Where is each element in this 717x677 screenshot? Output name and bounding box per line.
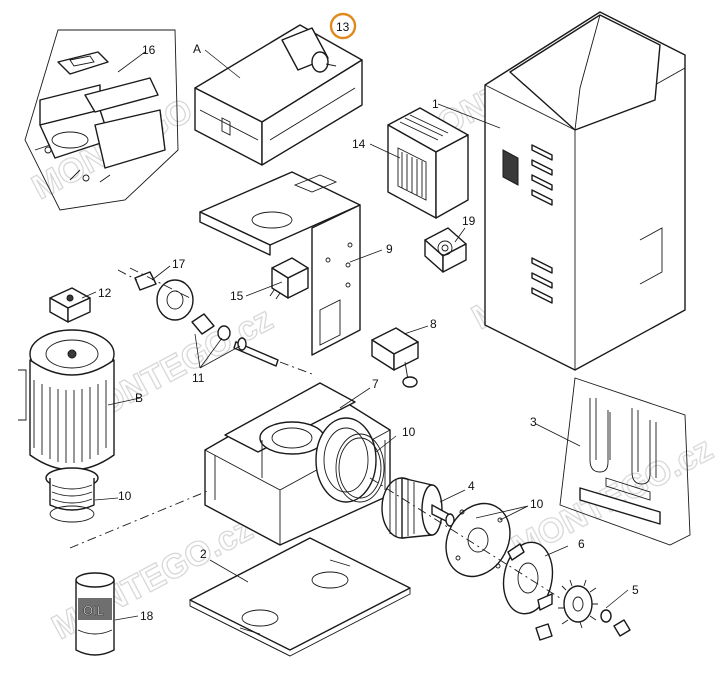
part-5-sprocket xyxy=(535,579,631,641)
callout-A: A xyxy=(193,42,201,56)
part-9-mounting-frame xyxy=(199,171,361,356)
callout-B: B xyxy=(135,391,143,405)
part-B-motor xyxy=(18,329,115,523)
part-4-pinion-gear xyxy=(381,477,455,539)
callout-11: 11 xyxy=(192,371,205,385)
part-10-oring-large xyxy=(335,433,385,503)
callout-14: 14 xyxy=(352,137,366,151)
callout-18: 18 xyxy=(140,609,154,623)
part-12-clamp xyxy=(49,287,91,323)
callout-10: 10 xyxy=(118,489,132,503)
callout-13-highlight-ring xyxy=(329,12,357,40)
part-11-shaft-assembly xyxy=(191,313,313,375)
part-17-encoder xyxy=(117,269,194,321)
axis-lines xyxy=(69,267,561,599)
callout-10: 10 xyxy=(530,497,544,511)
part-6-flange xyxy=(502,541,554,615)
part-1-main-cover xyxy=(484,11,686,371)
callout-2: 2 xyxy=(200,547,207,561)
callout-10: 10 xyxy=(402,425,416,439)
callout-9: 9 xyxy=(386,242,393,256)
part-8-limit-switch xyxy=(371,327,419,388)
callout-19: 19 xyxy=(462,214,476,228)
part-3-anchor-bolts xyxy=(559,377,691,546)
part-15-connector xyxy=(269,257,309,300)
part-18-oil-can: OIL xyxy=(75,572,115,656)
callout-5: 5 xyxy=(632,583,639,597)
callout-7: 7 xyxy=(372,377,379,391)
callout-13: 13 xyxy=(336,20,350,34)
callout-3: 3 xyxy=(530,415,537,429)
callout-12: 12 xyxy=(98,286,112,300)
callout-1: 1 xyxy=(432,97,439,111)
callout-8: 8 xyxy=(430,317,437,331)
callout-17: 17 xyxy=(172,257,186,271)
callout-16: 16 xyxy=(142,43,156,57)
callout-6: 6 xyxy=(578,537,585,551)
part-16-bracket-kit xyxy=(24,29,179,211)
leader-lines xyxy=(81,49,629,621)
callout-4: 4 xyxy=(468,479,475,493)
part-7-gearbox-housing xyxy=(204,382,391,546)
oil-can-label: OIL xyxy=(83,603,104,618)
part-19-fan-plate xyxy=(424,227,467,273)
callout-labels: 13 A 16 1 14 9 19 17 12 15 8 11 B 7 10 1… xyxy=(98,20,639,623)
part-10-gasket xyxy=(445,502,511,578)
callout-15: 15 xyxy=(230,289,244,303)
part-14-heat-sink xyxy=(387,107,469,219)
part-A-control-box xyxy=(194,24,363,166)
part-2-base-plate xyxy=(189,537,411,657)
